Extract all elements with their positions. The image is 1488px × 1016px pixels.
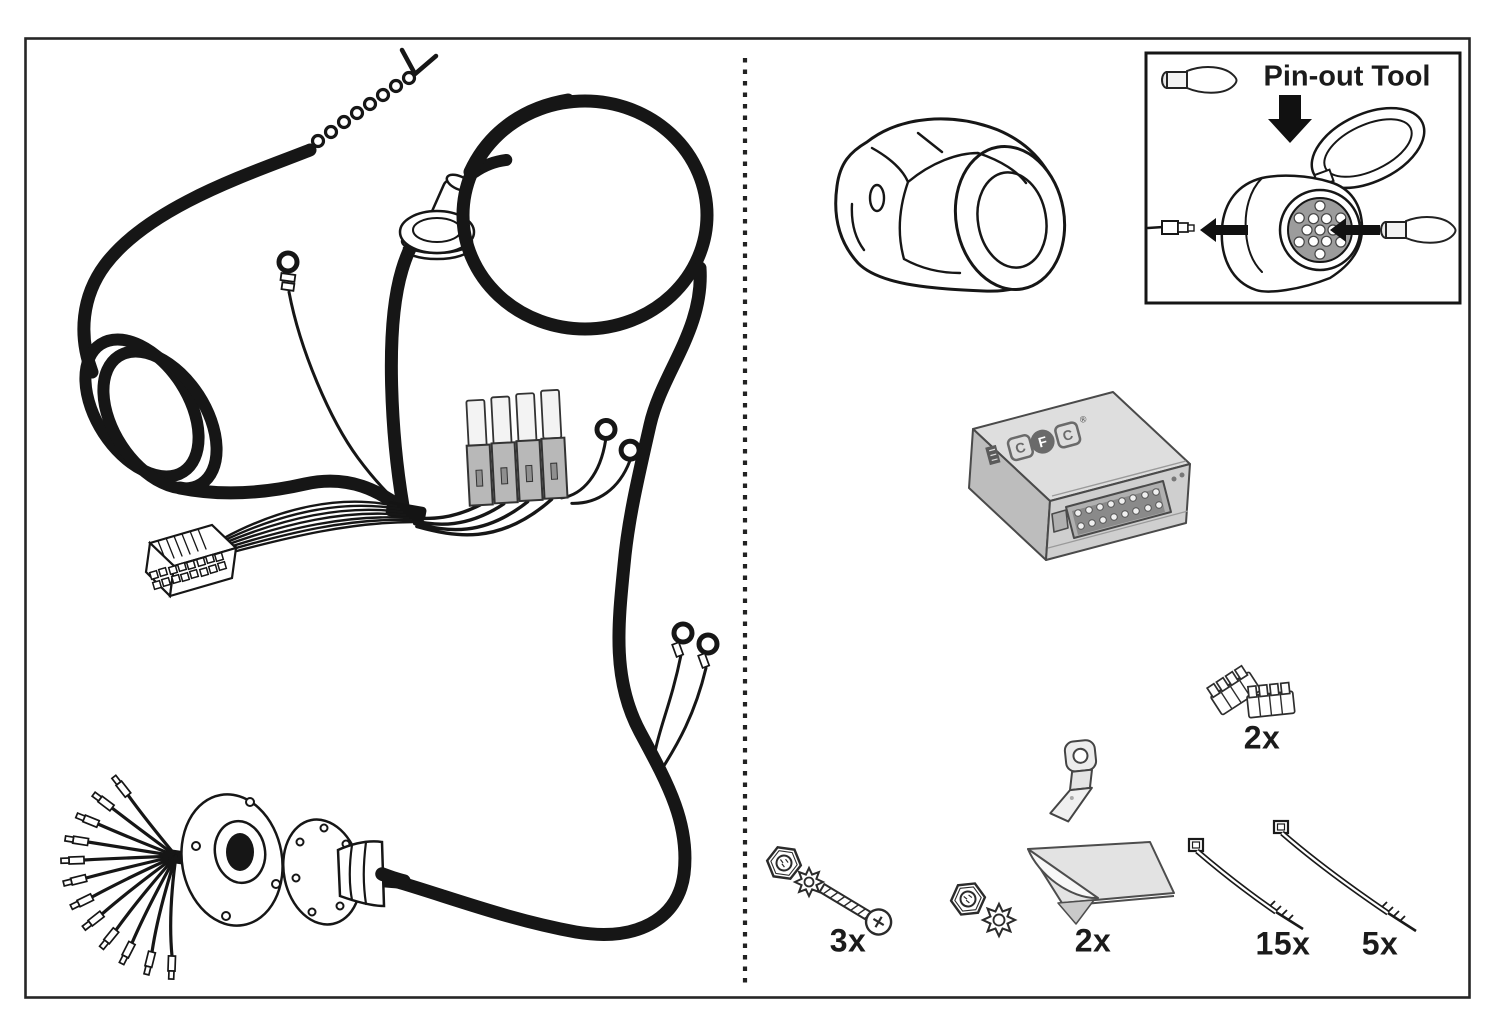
page-border [24, 37, 1471, 999]
socket-housing-illustration [834, 117, 1067, 293]
main-cable [77, 143, 409, 515]
pinout-tool-inset [1144, 51, 1462, 305]
ring-terminal [594, 417, 618, 441]
rubber-boot [336, 840, 386, 908]
blade-terminal [1049, 739, 1098, 823]
ring-terminal-pair [653, 621, 720, 774]
mounting-plate-oval [180, 793, 284, 927]
pinout-tool-title: Pin-out Tool [1263, 60, 1431, 93]
twisted-wire [310, 47, 439, 149]
down-arrow-icon [1268, 95, 1312, 143]
fuse-holders [465, 389, 569, 507]
cable-tie-long [1187, 837, 1304, 931]
adhesive-pads-qty: 2x [1074, 922, 1112, 959]
socket-cable-assembly [60, 774, 411, 980]
left-arrow-icon [1200, 218, 1248, 242]
mounting-plate-round [281, 818, 363, 926]
connector-wire-bundle [216, 500, 416, 558]
svg-text:C: C [1013, 439, 1027, 457]
left-arrow-icon [1330, 218, 1380, 242]
wire-tap-connectors [1204, 663, 1296, 719]
svg-text:®: ® [1079, 414, 1088, 425]
grommet [398, 153, 513, 261]
pin-terminal-icon [1146, 220, 1195, 235]
grommet-cable [384, 215, 439, 513]
cable-tie-short [1272, 819, 1417, 933]
module-connector-18pin [1051, 472, 1185, 539]
cable-ties-long-qty: 15x [1255, 925, 1311, 962]
wiring-harness-illustration [60, 47, 720, 980]
svg-text:C: C [1061, 426, 1075, 444]
nut-washer-set [948, 881, 1017, 938]
ring-terminal [618, 438, 642, 462]
crimp-terminals [60, 774, 177, 980]
vehicle-connector-18pin [144, 523, 239, 599]
adhesive-pad [1027, 841, 1175, 925]
cable-ties-short-qty: 5x [1361, 925, 1399, 962]
wire-taps-qty: 2x [1243, 719, 1281, 756]
control-module: C F C ® [968, 391, 1191, 561]
module-brand-logo: C F C ® [985, 414, 1088, 466]
bolt-nut-washer-set [763, 844, 893, 936]
fastener-set-qty: 3x [829, 922, 867, 959]
fuse-holder-block [408, 389, 642, 537]
terminal-wire-fan [82, 793, 178, 958]
screw [818, 882, 893, 936]
cable-loop [391, 93, 714, 941]
13pin-socket-icon [1220, 106, 1426, 293]
ring-terminal-single [276, 250, 405, 509]
